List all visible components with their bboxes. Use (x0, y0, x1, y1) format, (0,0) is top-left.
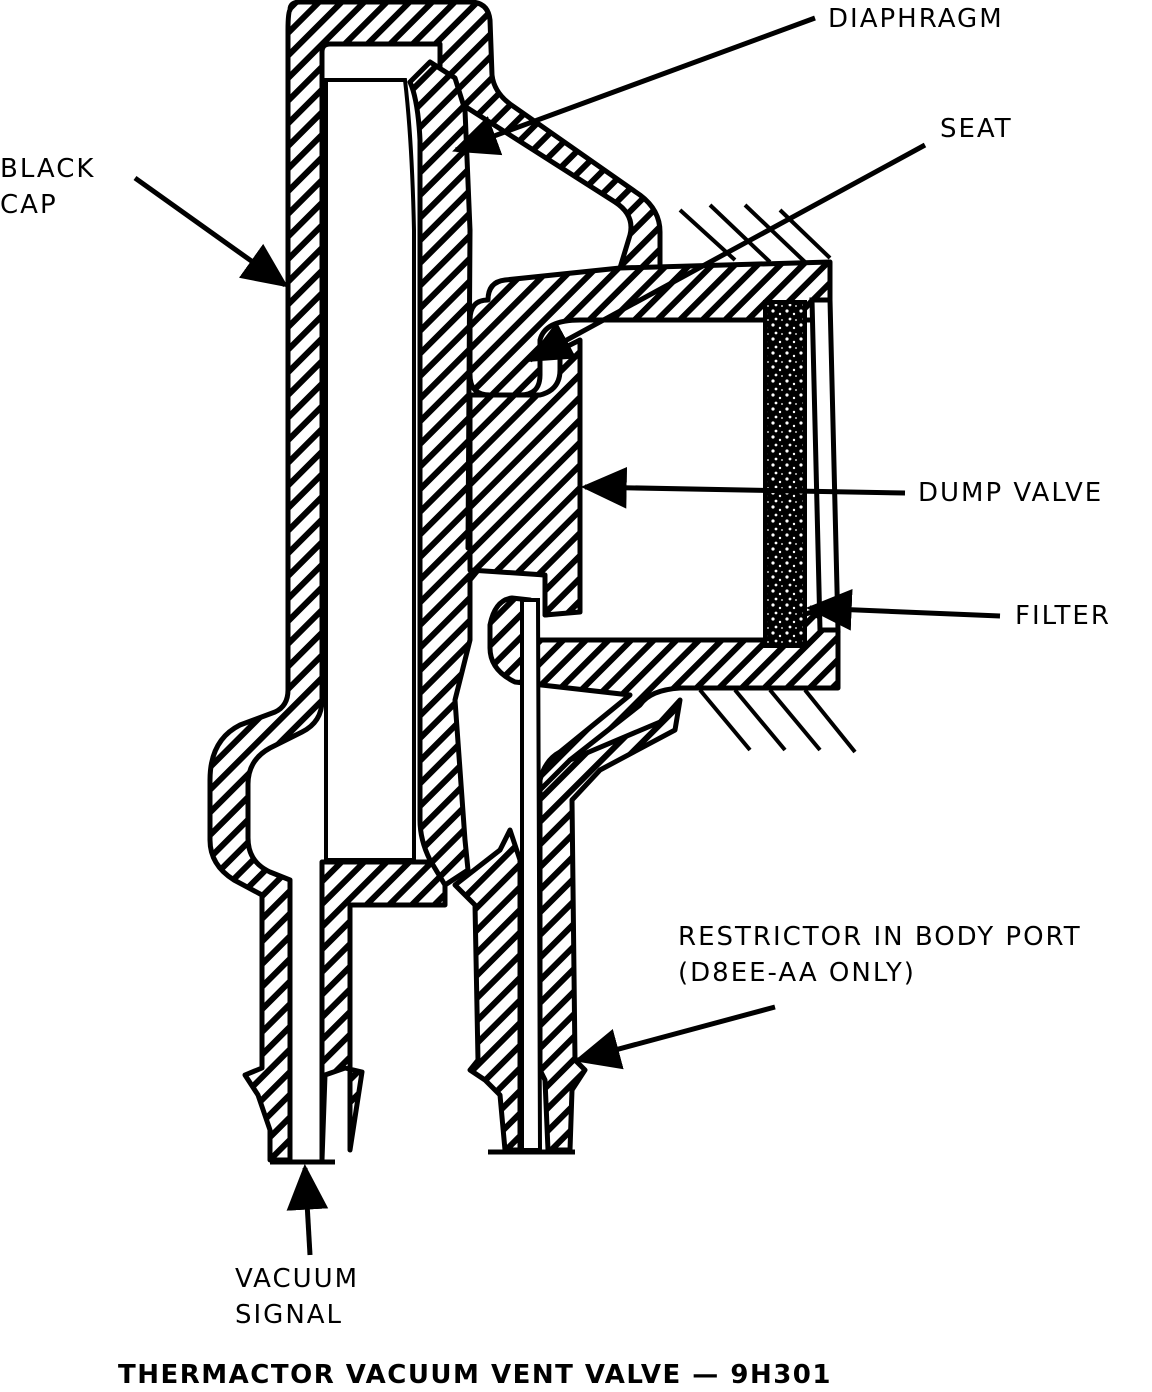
figure-caption: THERMACTOR VACUUM VENT VALVE — 9H301 (118, 1360, 832, 1390)
body-port-tube (452, 827, 523, 1153)
body-port-channel (520, 598, 543, 1152)
body-port-tube-outer (537, 697, 683, 1153)
black-cap (207, 0, 663, 1163)
restrictor-label-line2: (D8EE-AA ONLY) (678, 958, 916, 988)
vacuum-signal-label-line2: SIGNAL (235, 1300, 344, 1330)
diaphragm-leader (452, 15, 816, 156)
black-cap-label-line2: CAP (0, 190, 58, 220)
seat-label: SEAT (940, 114, 1013, 144)
black-cap-label-line1: BLACK (0, 154, 96, 184)
filter-leader (805, 588, 1001, 631)
filter-element (763, 300, 807, 648)
seat-leader (526, 142, 927, 363)
seat-housing (467, 259, 833, 398)
signal-tube-wall (319, 859, 448, 1163)
dump-valve-label: DUMP VALVE (918, 478, 1104, 508)
diaphragm-label: DIAPHRAGM (828, 4, 1004, 34)
housing-right-wall (809, 297, 841, 633)
signal-channel (324, 78, 416, 862)
vacuum-leader (286, 1163, 329, 1256)
dump-valve-leader (580, 466, 906, 509)
black-cap-leader (133, 175, 289, 288)
restrictor-leader (573, 1004, 776, 1070)
dump-valve-block (467, 337, 583, 618)
filter-label: FILTER (1015, 601, 1111, 631)
vacuum-signal-label-line1: VACUUM (235, 1264, 360, 1294)
restrictor-label-line1: RESTRICTOR IN BODY PORT (678, 922, 1082, 952)
